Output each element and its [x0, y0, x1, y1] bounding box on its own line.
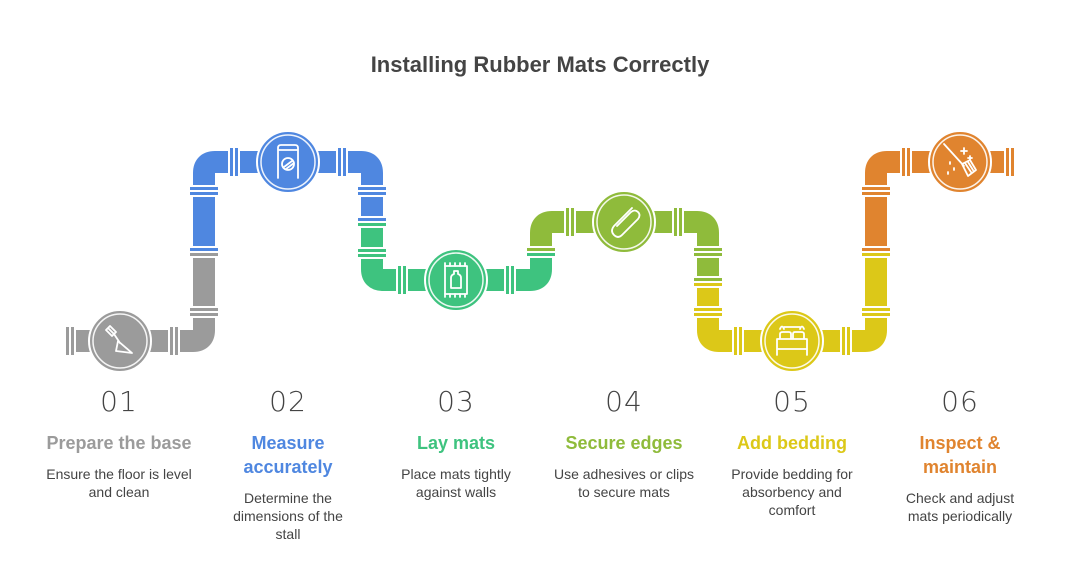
pipe-coupling	[189, 246, 219, 258]
pipe-coupling	[189, 306, 219, 318]
step-title: Secure edges	[565, 433, 683, 453]
step-2-node	[256, 130, 320, 194]
step-1: 01 Prepare the base Ensure the floor is …	[39, 384, 199, 501]
step-6-node	[928, 130, 992, 194]
step-3: 03 Lay mats Place mats tightly against w…	[376, 384, 536, 501]
step-number: 05	[773, 385, 811, 418]
pipe-coupling	[693, 246, 723, 258]
broom-icon	[943, 143, 977, 177]
step-3-node	[424, 248, 488, 312]
step-description: Place mats tightly against walls	[401, 466, 511, 500]
pipe-coupling	[357, 185, 387, 197]
pipe-segment-6	[865, 151, 1012, 252]
pipe-coupling	[526, 246, 556, 258]
step-4-node	[592, 190, 656, 254]
trowel-icon	[105, 325, 133, 354]
pipe-coupling	[357, 216, 387, 228]
pipe-coupling	[336, 147, 348, 177]
step-5: 05 Add bedding Provide bedding for absor…	[712, 384, 872, 519]
step-number: 06	[941, 385, 979, 418]
pipe-coupling	[168, 326, 180, 356]
step-2: 02 Measure accurately Determine the dime…	[208, 384, 368, 543]
step-title: Prepare the base	[46, 433, 192, 453]
step-number: 01	[100, 385, 138, 418]
pipe-coupling	[504, 265, 516, 295]
pipe-coupling	[693, 276, 723, 288]
step-number: 04	[605, 385, 643, 418]
step-description: Provide bedding for absorbency and comfo…	[731, 466, 853, 518]
pipe-coupling	[861, 246, 891, 258]
pipe-coupling	[189, 185, 219, 197]
step-1-node	[88, 309, 152, 373]
pipe-coupling	[840, 326, 852, 356]
step-description: Ensure the floor is level and clean	[46, 466, 192, 500]
pipe-coupling	[396, 265, 408, 295]
pipe-coupling	[900, 147, 912, 177]
step-description: Use adhesives or clips to secure mats	[553, 466, 695, 500]
pipe-coupling	[672, 207, 684, 237]
pipe-segment-1	[68, 253, 215, 352]
step-title: Measure accurately	[243, 433, 333, 477]
step-title: Add bedding	[737, 433, 847, 453]
pipe-coupling	[1004, 147, 1016, 177]
step-description: Check and adjust mats periodically	[905, 490, 1015, 524]
page-title: Installing Rubber Mats Correctly	[370, 52, 710, 77]
paperclip-icon	[611, 207, 641, 238]
step-title: Lay mats	[416, 433, 496, 453]
pipe-coupling	[732, 326, 744, 356]
bed-icon	[776, 325, 808, 356]
pipe-coupling	[64, 326, 76, 356]
step-number: 03	[437, 385, 475, 418]
step-description: Determine the dimensions of the stall	[233, 490, 343, 542]
pipe-coupling	[861, 306, 891, 318]
step-number: 02	[269, 385, 307, 418]
mat-icon	[444, 262, 468, 298]
pipe-coupling	[357, 247, 387, 259]
measuring-tape-icon	[277, 144, 299, 179]
step-5-node	[760, 309, 824, 373]
step-title: Inspect & maintain	[919, 433, 1001, 477]
step-4: 04 Secure edges Use adhesives or clips t…	[544, 384, 704, 501]
step-6: 06 Inspect & maintain Check and adjust m…	[880, 384, 1040, 525]
pipe-coupling	[693, 306, 723, 318]
pipe-coupling	[228, 147, 240, 177]
pipe-coupling	[564, 207, 576, 237]
pipe-coupling	[861, 185, 891, 197]
